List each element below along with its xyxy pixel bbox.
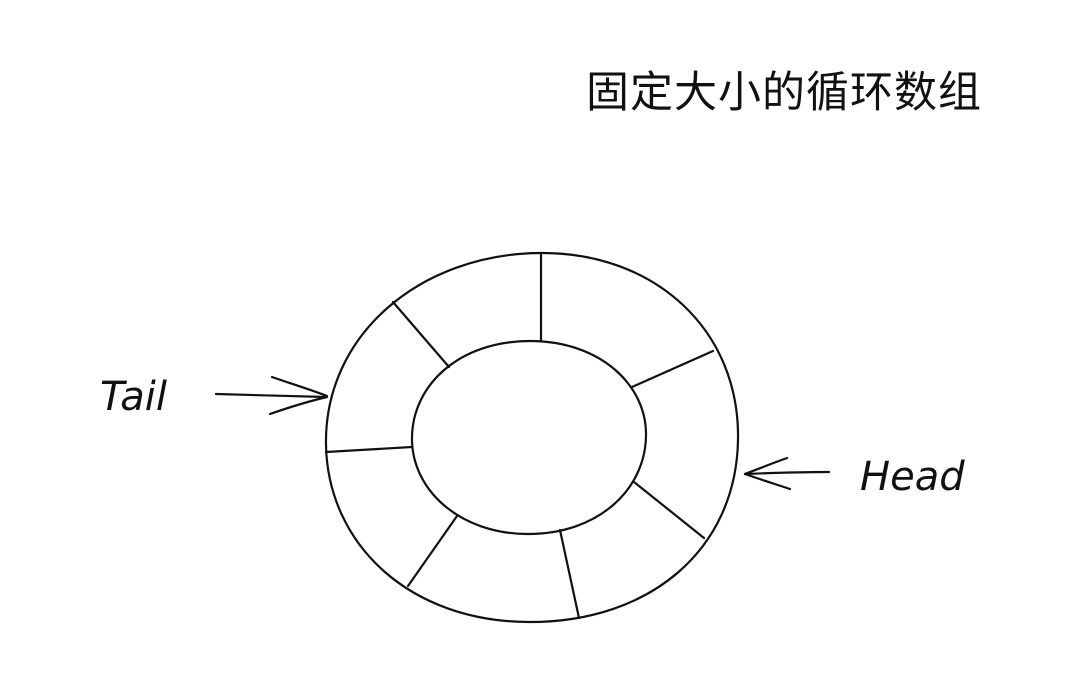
inner-ring <box>410 339 648 536</box>
head-label: Head <box>860 454 965 500</box>
tail-label: Tail <box>100 374 167 420</box>
slot-divider <box>391 300 451 369</box>
slot-divider <box>630 349 715 389</box>
tail-arrow <box>214 375 329 416</box>
page-title: 固定大小的循环数组 <box>586 68 982 118</box>
slot-divider <box>324 445 414 454</box>
outer-ring <box>324 251 740 624</box>
slot-divider <box>632 480 706 540</box>
slot-divider <box>406 514 459 588</box>
slot-divider <box>558 528 581 620</box>
head-arrow <box>743 456 831 491</box>
